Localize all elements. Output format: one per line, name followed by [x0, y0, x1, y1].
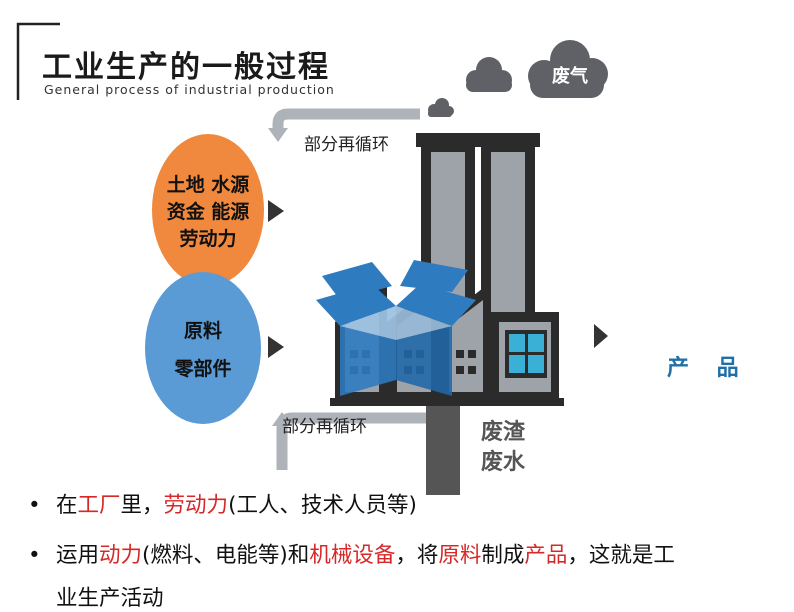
- waste-water-label: 废水: [481, 450, 526, 475]
- recycle-bottom-label: 部分再循环: [282, 417, 367, 437]
- inputs-bottom-text: 原料 零部件: [146, 312, 260, 388]
- highlight-term: 机械设备: [309, 543, 396, 568]
- highlight-term: 劳动力: [163, 493, 229, 518]
- output-arrow: [594, 324, 608, 348]
- input-line-labor: 劳动力: [179, 228, 237, 250]
- small-cloud-icon: [428, 98, 454, 117]
- bullet-text: 在: [56, 493, 78, 518]
- waste-gas-label: 废气: [552, 66, 588, 87]
- page-title: 工业生产的一般过程: [42, 50, 330, 85]
- waste-residue-label: 废渣: [481, 420, 526, 445]
- waste-gas-cloud-icon: [528, 40, 608, 98]
- title-bracket: [16, 22, 60, 100]
- input-arrow-top: [268, 200, 284, 222]
- bullet-text: 运用: [56, 543, 100, 568]
- bullet-text: 里，: [120, 493, 164, 518]
- bullet-line: • 在工厂里，劳动力(工人、技术人员等): [28, 488, 417, 519]
- inputs-top-text: 土地 水源 资金 能源 劳动力: [152, 172, 264, 253]
- bullet-text: 业生产活动: [56, 586, 164, 611]
- recycle-bottom-arrowhead: [272, 412, 292, 426]
- highlight-term: 原料: [438, 543, 482, 568]
- bullet-text: ，这就是工: [567, 543, 675, 568]
- highlight-term: 动力: [99, 543, 143, 568]
- bullet-dot: •: [28, 493, 41, 518]
- recycle-top-label: 部分再循环: [304, 135, 389, 155]
- highlight-term: 工厂: [77, 493, 121, 518]
- page-subtitle: General process of industrial production: [44, 82, 335, 97]
- highlight-term: 产品: [524, 543, 568, 568]
- bullet-text: (燃料、电能等)和: [142, 543, 310, 568]
- product-label: 产 品: [667, 356, 749, 381]
- input-arrow-bottom: [268, 336, 284, 358]
- bullet-line: • 运用动力(燃料、电能等)和机械设备，将原料制成产品，这就是工: [28, 538, 675, 569]
- medium-cloud-icon: [466, 57, 512, 92]
- recycle-top-arrowhead: [268, 128, 288, 142]
- bullet-text: (工人、技术人员等): [228, 493, 417, 518]
- inputs-circle-bottom: [145, 272, 261, 424]
- inputs-circle-top: [152, 134, 264, 286]
- waste-pipe: [426, 400, 460, 495]
- input-line-capital-energy: 资金 能源: [166, 201, 250, 223]
- bullet-text: 制成: [481, 543, 525, 568]
- diagram-canvas: [16, 22, 608, 495]
- bullet-line: 业生产活动: [28, 581, 164, 612]
- recycle-top-arrow-line: [272, 108, 420, 132]
- bullet-dot: •: [28, 543, 41, 568]
- input-line-raw-material: 原料: [183, 320, 222, 342]
- input-line-parts: 零部件: [174, 358, 232, 380]
- waste-label: 废渣 废水: [481, 418, 525, 478]
- input-line-land-water: 土地 水源: [166, 174, 250, 196]
- bullet-text: ，将: [395, 543, 439, 568]
- open-box-icon: [316, 260, 476, 396]
